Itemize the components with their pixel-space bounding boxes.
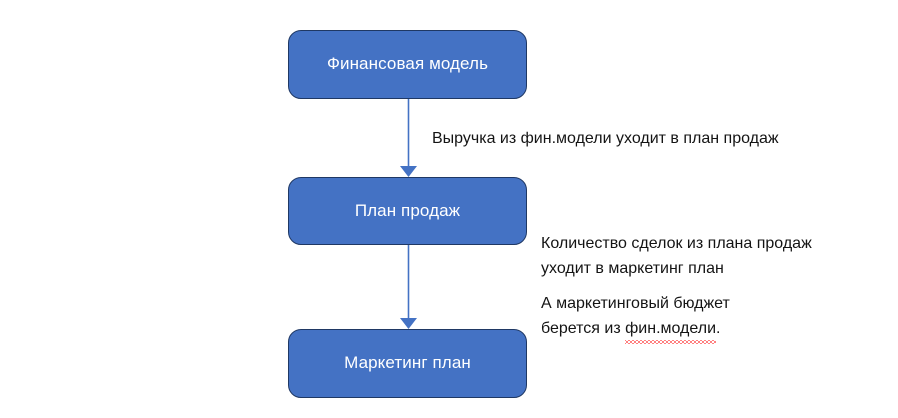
annotation-budget-line-2: берется из фин.модели. [541,316,730,344]
spellcheck-underlined-text[interactable]: фин.модели [625,316,716,344]
annotation-deals: Количество сделок из плана продаж уходит… [541,231,812,281]
node-label: План продаж [354,200,461,220]
arrow-salesplan-to-marketing [400,245,417,329]
annotation-budget-line-1: А маркетинговый бюджет [541,295,730,312]
annotation-deals-line-2: уходит в маркетинг план [541,260,724,277]
annotation-deals-line-1: Количество сделок из плана продаж [541,235,812,252]
annotation-budget-prefix: берется из [541,320,626,337]
arrow-finmodel-to-salesplan [400,99,417,177]
node-label: Финансовая модель [326,54,489,74]
annotation-revenue: Выручка из фин.модели уходит в план прод… [432,130,779,147]
annotation-budget-suffix: . [716,320,721,337]
node-marketing-plan[interactable]: Маркетинг план [288,329,527,398]
node-financial-model[interactable]: Финансовая модель [288,30,527,99]
node-sales-plan[interactable]: План продаж [288,177,527,245]
annotation-budget: А маркетинговый бюджет берется из фин.мо… [541,291,730,344]
node-label: Маркетинг план [344,353,471,373]
